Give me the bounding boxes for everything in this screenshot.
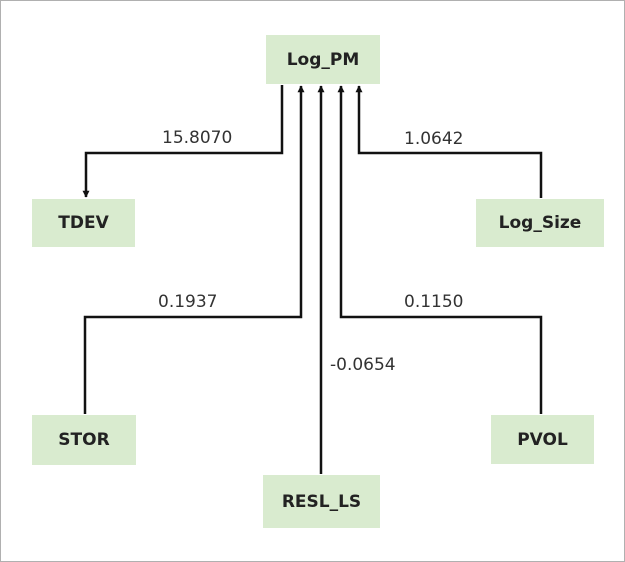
edge-label-stor-to-log-pm: 0.1937 <box>158 292 218 312</box>
node-log-pm: Log_PM <box>266 35 380 84</box>
edge-label-pvol-to-log-pm: 0.1150 <box>404 292 464 312</box>
node-resl-ls-label: RESL_LS <box>281 491 362 512</box>
edge-log-pm-to-tdev <box>82 85 284 198</box>
node-log-size: Log_Size <box>476 199 604 247</box>
edge-label-resl-ls-to-log-pm: -0.0654 <box>330 355 396 375</box>
node-pvol: PVOL <box>491 415 594 464</box>
node-stor-label: STOR <box>58 430 110 450</box>
edge-pvol-to-log-pm <box>337 85 543 414</box>
edge-label-log-pm-to-tdev: 15.8070 <box>162 128 233 148</box>
edge-stor-to-log-pm <box>83 85 305 414</box>
node-tdev-label: TDEV <box>58 213 109 233</box>
edge-log-size-to-log-pm <box>355 85 543 198</box>
node-log-pm-label: Log_PM <box>286 49 360 70</box>
node-tdev: TDEV <box>32 199 135 247</box>
node-stor: STOR <box>32 415 136 465</box>
node-log-size-label: Log_Size <box>498 213 582 233</box>
node-pvol-label: PVOL <box>517 429 568 450</box>
edge-label-log-size-to-log-pm: 1.0642 <box>404 129 464 149</box>
node-resl-ls: RESL_LS <box>263 475 380 528</box>
